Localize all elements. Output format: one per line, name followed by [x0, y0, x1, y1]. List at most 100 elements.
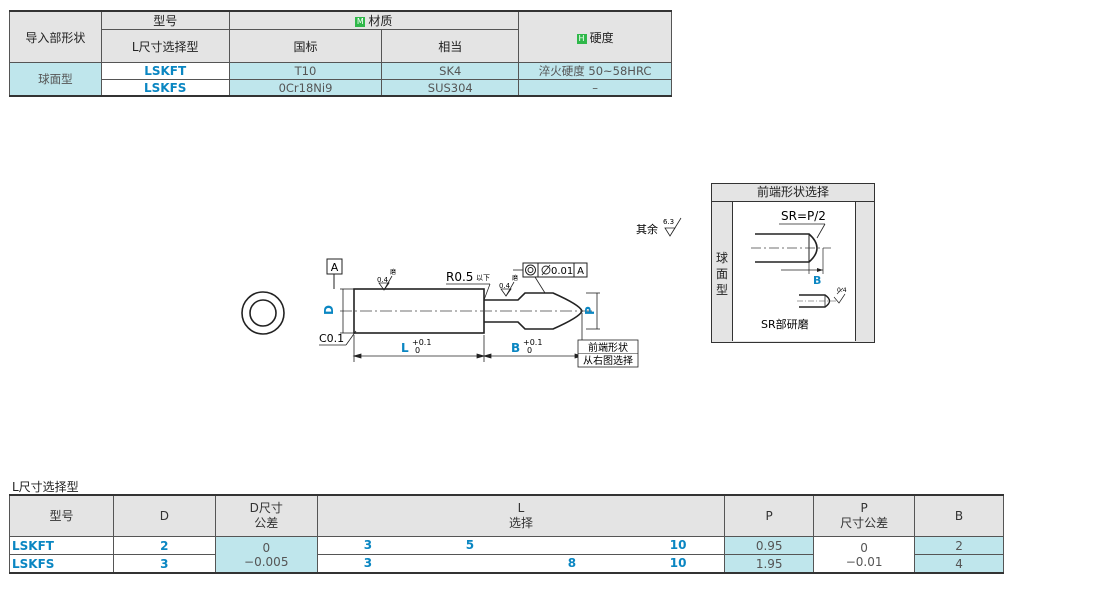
header-l-select: L尺寸选择型 — [100, 29, 230, 63]
table-row: LSKFT 2 0 −0.005 3 5 10 0.95 0 −0.01 2 — [9, 536, 1004, 574]
header-model: 型号 — [9, 494, 114, 537]
header-equivalent: 相当 — [381, 29, 520, 63]
dim-p-label: P — [583, 306, 597, 315]
coaxiality-frame: 0.01 A — [513, 262, 588, 294]
radius-note: 以下 — [476, 274, 490, 282]
p-tolerance-lower: −0.01 — [845, 554, 883, 569]
header-b: B — [914, 494, 1004, 537]
header-d-tolerance-line1: D尺寸 — [249, 501, 283, 515]
d-tolerance-cell: 0 −0.005 — [214, 536, 318, 574]
coaxiality-icon — [525, 264, 536, 276]
header-p-tolerance-line2: 尺寸公差 — [840, 516, 889, 530]
model-cell: LSKFS — [100, 79, 230, 97]
other-surfaces-roughness: 6.3 — [663, 218, 674, 226]
header-model: 型号 — [100, 10, 230, 30]
roughness-symbol: 0.4 磨 — [499, 274, 518, 297]
header-l-line2: 选择 — [508, 516, 533, 530]
dim-l-upper: +0.1 — [412, 338, 431, 347]
header-d: D — [112, 494, 216, 537]
sr-grind-label: SR部研磨 — [761, 317, 809, 331]
header-l: L 选择 — [316, 494, 726, 537]
tip-roughness: 0.4 — [837, 287, 847, 294]
b-cell: 4 — [914, 554, 1004, 574]
p-cell: 0.95 — [724, 536, 815, 555]
header-d-tolerance: D尺寸 公差 — [214, 494, 318, 537]
header-material-label: 材质 — [368, 14, 393, 28]
hardness-badge-icon: H — [576, 33, 587, 44]
material-badge-icon: M — [355, 17, 366, 27]
tip-panel-title: 前端形状选择 — [712, 184, 874, 202]
tip-note-line1: 前端形状 — [588, 341, 628, 354]
l-value: 3 — [363, 556, 373, 570]
header-hardness-label: 硬度 — [589, 30, 614, 45]
radius-label: R0.5 — [446, 270, 473, 284]
tip-side-char: 面 — [715, 267, 728, 281]
dim-l-label: L — [401, 341, 409, 355]
tip-side-char: 型 — [715, 283, 728, 297]
l-value: 8 — [567, 556, 577, 570]
d-tolerance-upper: 0 — [262, 540, 271, 555]
coaxiality-tolerance: 0.01 — [551, 266, 573, 277]
datum-label: A — [331, 261, 339, 274]
roughness-value: 0.4 — [377, 276, 389, 284]
b-cell: 2 — [914, 536, 1004, 555]
diameter-icon — [541, 265, 551, 275]
d-tolerance-lower: −0.005 — [244, 554, 289, 569]
l-values-cell: 3 5 10 — [316, 536, 726, 555]
d-cell: 2 — [112, 536, 216, 555]
spherical-tip-drawing: SR=P/2 B 0.4 SR部研磨 — [751, 209, 847, 331]
tip-side-label: 球 面 型 — [715, 250, 729, 298]
p-tolerance-upper: 0 — [860, 540, 868, 555]
l-values-cell: 3 8 10 — [316, 554, 726, 574]
table-row: LSKFS 0Cr18Ni9 SUS304 – — [10, 79, 672, 97]
dim-d-label: D — [322, 305, 336, 315]
sr-label: SR=P/2 — [781, 209, 826, 223]
header-p: P — [724, 494, 815, 537]
equivalent-cell: SUS304 — [381, 79, 520, 97]
chamfer-label: C0.1 — [319, 332, 344, 345]
p-cell: 1.95 — [724, 554, 815, 574]
header-p-tolerance: P 尺寸公差 — [813, 494, 916, 537]
hardness-cell: – — [518, 79, 672, 97]
hardness-cell: 淬火硬度 50~58HRC — [518, 62, 672, 80]
model-cell: LSKFT — [100, 62, 230, 80]
header-p-tolerance-line1: P — [860, 501, 868, 515]
p-tolerance-cell: 0 −0.01 — [813, 536, 916, 574]
dim-l-lower: 0 — [415, 346, 420, 355]
header-d-tolerance-line2: 公差 — [254, 516, 279, 530]
header-l-line1: L — [517, 501, 525, 515]
end-view — [241, 291, 285, 335]
roughness-value: 0.4 — [499, 282, 511, 290]
gb-cell: T10 — [228, 62, 383, 80]
l-value: 5 — [465, 538, 475, 552]
dim-b-upper: +0.1 — [523, 338, 542, 347]
tip-note-line2: 从右图选择 — [583, 354, 633, 367]
gb-cell: 0Cr18Ni9 — [228, 79, 383, 97]
grind-note: 磨 — [390, 268, 396, 276]
tip-b-label: B — [813, 274, 821, 287]
grind-note: 磨 — [512, 274, 518, 282]
selection-table-title: L尺寸选择型 — [12, 480, 79, 494]
d-cell: 3 — [112, 554, 216, 574]
pin-drawing: A D 0.4 磨 R0.5 以下 0.4 磨 0.01 A P 其余 — [241, 217, 682, 368]
shape-cell: 球面型 — [9, 62, 102, 97]
header-shape: 导入部形状 — [9, 10, 102, 63]
model-cell: LSKFS — [9, 554, 114, 574]
l-value: 10 — [669, 556, 687, 570]
tip-shape-drawing: SR=P/2 B 0.4 SR部研磨 — [732, 202, 856, 341]
tip-side-char: 球 — [715, 251, 728, 265]
l-value: 10 — [669, 538, 687, 552]
dim-b-lower: 0 — [527, 346, 532, 355]
header-gb: 国标 — [228, 29, 383, 63]
roughness-symbol: 0.4 磨 — [377, 268, 396, 291]
selection-table: 型号 D D尺寸 公差 L 选择 P P 尺寸公差 B LSKFT 2 0 −0… — [9, 494, 1004, 574]
coaxiality-datum: A — [577, 266, 584, 277]
other-surfaces-label: 其余 — [636, 222, 658, 236]
tip-shape-panel: 前端形状选择 球 面 型 SR=P/2 B 0.4 — [711, 183, 875, 343]
dim-b-label: B — [511, 341, 520, 355]
l-value: 3 — [363, 538, 373, 552]
model-cell: LSKFT — [9, 536, 114, 555]
